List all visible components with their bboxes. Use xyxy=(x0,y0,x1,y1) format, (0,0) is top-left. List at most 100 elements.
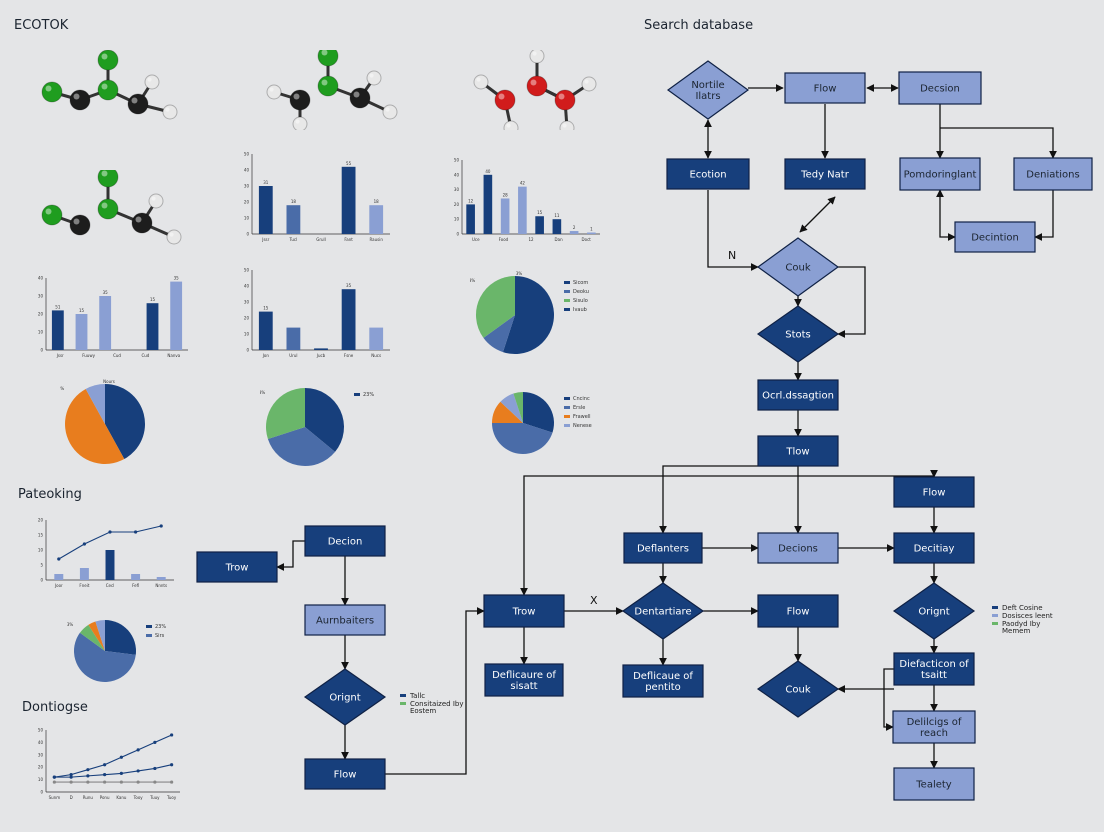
series-point xyxy=(86,774,90,778)
flow-arrow xyxy=(837,266,866,338)
bar xyxy=(286,327,301,350)
atom-highlight xyxy=(45,208,52,215)
node-label: Ecotion xyxy=(689,170,726,181)
legend-label: Deft Cosine xyxy=(1002,604,1043,612)
atom-highlight xyxy=(101,83,108,90)
flow-node-n19: Aurnbaiters xyxy=(304,604,386,636)
bar xyxy=(483,174,493,234)
node-label: Decintion xyxy=(971,233,1019,244)
series-point xyxy=(170,780,174,784)
y-tick-label: 20 xyxy=(38,518,44,523)
pie-data-label: 3% xyxy=(67,622,74,627)
pie-slice xyxy=(88,621,105,651)
atom-highlight xyxy=(295,119,300,124)
y-tick-label: 50 xyxy=(244,152,250,157)
bar xyxy=(369,327,384,350)
series-line xyxy=(54,734,172,778)
flow-node-n26: Flow xyxy=(757,594,839,628)
rect-shape xyxy=(484,663,564,697)
series-point xyxy=(136,769,140,773)
legend-label: 23% xyxy=(363,392,374,398)
y-tick-label: 0 xyxy=(456,232,459,237)
rect-shape xyxy=(893,652,975,686)
x-tick-label: Uce xyxy=(472,237,480,242)
series-line xyxy=(54,764,172,778)
bar xyxy=(341,289,356,350)
legend-swatch xyxy=(992,606,998,609)
y-tick-label: 0 xyxy=(246,348,249,353)
rect-shape xyxy=(304,604,386,636)
atom-highlight xyxy=(498,93,505,100)
flow-node-n21: Flow xyxy=(304,758,386,790)
rect-shape xyxy=(899,157,981,191)
atom-highlight xyxy=(101,202,108,209)
y-tick-label: 0 xyxy=(40,348,43,353)
x-tick-label: Nnnts xyxy=(155,583,167,588)
x-tick-label: Fsne xyxy=(344,353,354,358)
legend-label: Sirs xyxy=(155,633,165,639)
bar xyxy=(54,574,64,580)
pie-slice xyxy=(79,624,105,651)
atom-highlight xyxy=(558,93,565,100)
series-point xyxy=(103,773,107,777)
legend-swatch xyxy=(992,622,998,625)
bar-value-label: 18 xyxy=(374,199,380,204)
legend-swatch xyxy=(400,694,406,697)
legend-label: Tallc xyxy=(409,692,425,700)
flow-node-n14: Deflanters xyxy=(623,532,703,564)
legend-label: Sisulo xyxy=(573,298,588,304)
search-database-label: Search database xyxy=(644,18,754,33)
atom-highlight xyxy=(321,50,328,56)
y-tick-label: 40 xyxy=(38,276,44,281)
flow-arrow xyxy=(940,127,1057,159)
series-point xyxy=(52,780,56,784)
rect-shape xyxy=(666,158,750,190)
y-tick-label: 5 xyxy=(40,563,43,568)
atom-highlight xyxy=(293,93,300,100)
node-label: Decsion xyxy=(920,84,960,95)
x-tick-label: Grull xyxy=(316,237,326,242)
y-tick-label: 20 xyxy=(244,200,250,205)
y-tick-label: 40 xyxy=(244,168,250,173)
atom-highlight xyxy=(73,93,80,100)
y-tick-label: 30 xyxy=(38,752,44,757)
bar-value-label: 35 xyxy=(346,283,352,288)
x-tick-label: Nucs xyxy=(371,353,381,358)
pie-slice xyxy=(476,276,515,338)
molecule-1 xyxy=(41,50,178,120)
node-label: Flow xyxy=(814,84,837,95)
series-point xyxy=(119,780,123,784)
node-label: pentito xyxy=(645,682,681,693)
atom-highlight xyxy=(385,107,390,112)
atom-highlight xyxy=(101,53,108,60)
rect-shape xyxy=(893,767,975,801)
atom-white xyxy=(529,50,545,64)
bar xyxy=(314,348,328,350)
rect-shape xyxy=(954,221,1036,253)
node-label: Deflicaue of xyxy=(633,671,693,682)
legend-label: Ersle xyxy=(573,405,585,411)
node-label: Stots xyxy=(785,330,811,341)
flow-node-n2: Flow xyxy=(784,72,866,104)
diamond-shape xyxy=(756,305,840,363)
pie-slice xyxy=(513,392,523,423)
flow-node-n22: Trow xyxy=(483,594,565,628)
rect-shape xyxy=(483,594,565,628)
atom-white xyxy=(162,104,178,120)
rect-shape xyxy=(622,664,704,698)
atom-white xyxy=(266,84,282,100)
series-point xyxy=(69,780,73,784)
atom-white xyxy=(366,70,382,86)
chart-pie-2: 3%Nours xyxy=(60,379,146,464)
node-label: Couk xyxy=(785,685,810,696)
y-tick-label: 20 xyxy=(38,312,44,317)
node-label: Delilcigs of xyxy=(907,717,962,728)
node-label: tsaitt xyxy=(921,670,947,681)
bar-value-label: 15 xyxy=(263,306,269,311)
